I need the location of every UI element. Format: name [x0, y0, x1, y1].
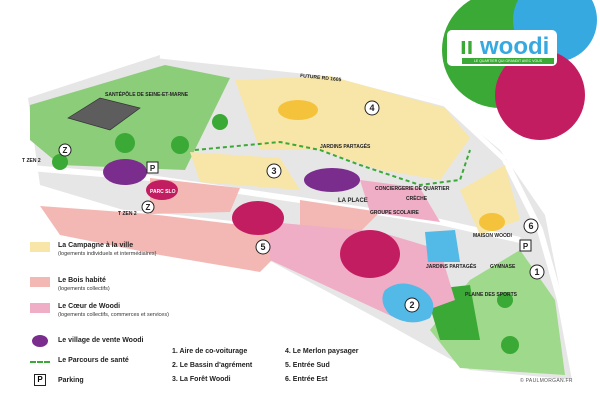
brand-logo[interactable]: ıı woodi — [460, 33, 549, 61]
marker-5: 5 — [255, 239, 271, 255]
svg-text:Z: Z — [63, 146, 68, 155]
list-item-2: 2. Le Bassin d'agrément — [172, 362, 253, 369]
tzen-label-1: T ZEN 2 — [22, 158, 41, 164]
legend-sub-coeur: (logements collectifs, commerces et serv… — [58, 312, 169, 318]
marker-3-label: 3 — [271, 166, 276, 176]
jardins-label-2: JARDINS PARTAGÉS — [426, 262, 477, 270]
zone-coeur-north — [360, 180, 440, 222]
legend-parking-icon: P — [34, 374, 46, 386]
village-blob-5 — [340, 230, 400, 278]
marker-4-label: 4 — [369, 103, 374, 113]
tree — [455, 320, 475, 340]
marker-1: 1 — [529, 264, 545, 280]
tree — [115, 133, 135, 153]
conciergerie-label: CONCIERGERIE DE QUARTIER — [375, 186, 450, 192]
tree — [501, 336, 519, 354]
legend-swatch-parcours — [30, 361, 50, 363]
village-blob-1 — [103, 159, 147, 185]
maison-woodi-label: MAISON WOODI — [473, 233, 512, 239]
list-item-1: 1. Aire de co-voiturage — [172, 348, 248, 355]
brand-tagline: LE QUARTIER QUI GRANDIT AVEC VOUS — [462, 58, 554, 64]
marker-2-label: 2 — [409, 300, 414, 310]
village-blob-2 — [304, 168, 360, 192]
list-item-4: 4. Le Merlon paysager — [285, 348, 359, 355]
legend-title-coeur: Le Cœur de Woodi — [58, 303, 121, 310]
tree — [497, 292, 513, 308]
parking-1-label: P — [150, 164, 156, 173]
village-blob-4 — [146, 180, 178, 200]
legend-title-parking: Parking — [58, 377, 84, 384]
legend-title-parcours: Le Parcours de santé — [58, 357, 129, 364]
list-item-6: 6. Entrée Est — [285, 376, 328, 383]
brand-name: woodi — [480, 33, 550, 60]
park-east — [430, 250, 565, 375]
gymnase-label: GYMNASE — [490, 264, 516, 270]
svg-text:Z: Z — [146, 203, 151, 212]
la-place-label: LA PLACE — [338, 198, 368, 204]
tree — [52, 154, 68, 170]
marker-2: 2 — [404, 297, 420, 313]
santepole-building — [67, 97, 141, 131]
marker-1-label: 1 — [534, 267, 539, 277]
legend-sub-bois: (logements collectifs) — [58, 286, 110, 292]
village-blob-6 — [278, 100, 318, 120]
groupe-scolaire-label: GROUPE SCOLAIRE — [370, 210, 420, 216]
zone-campagne-east — [460, 165, 520, 235]
plaine-label: PLAINE DES SPORTS — [465, 292, 518, 298]
parking-2-label: P — [523, 242, 529, 251]
parc-slo-label: PARC SLO — [150, 189, 176, 195]
road-north-label: FUTURE RD 1605 — [300, 73, 342, 83]
logo-plate — [447, 30, 557, 66]
legend-title-bois: Le Bois habité — [58, 277, 106, 284]
parking-icon-1: P — [146, 161, 159, 174]
marker-6-label: 6 — [528, 221, 533, 231]
legend-title-village: Le village de vente Woodi — [58, 337, 144, 344]
tree — [171, 136, 189, 154]
marker-3: 3 — [266, 163, 282, 179]
jardins-blue — [425, 230, 460, 262]
tzen-label-2: T ZEN 2 — [118, 211, 137, 217]
zone-campagne-west — [190, 152, 300, 190]
marker-5-label: 5 — [260, 242, 265, 252]
road-north — [159, 53, 507, 162]
parcours-sante-path — [194, 140, 471, 187]
santepole-label: SANTÉPÔLE DE SEINE-ET-MARNE — [105, 90, 189, 98]
legend-swatch-campagne — [30, 242, 50, 252]
list-item-3: 3. La Forêt Woodi — [172, 376, 231, 383]
legend-title-campagne: La Campagne à la ville — [58, 242, 134, 249]
logo-circle-magenta — [495, 50, 585, 140]
tzen-stop-icon-1: Z — [58, 143, 72, 157]
road-east — [502, 158, 578, 381]
credit: © PAULMORGAN.FR — [520, 378, 573, 384]
legend-sub-campagne: (logements individuels et intermédiaires… — [58, 251, 157, 257]
legend-swatch-coeur — [30, 303, 50, 313]
jardins-label-1: JARDINS PARTAGÉS — [320, 142, 371, 150]
legend-swatch-bois — [30, 277, 50, 287]
list-item-5: 5. Entrée Sud — [285, 362, 330, 369]
tree — [212, 114, 228, 130]
zone-bois-south — [40, 206, 300, 272]
zone-bois-mid — [300, 200, 380, 232]
parking-icon-2: P — [519, 239, 532, 252]
village-blob-7 — [479, 213, 505, 231]
brand-logo-mark: ıı — [460, 33, 474, 60]
marker-6: 6 — [523, 218, 539, 234]
tzen-stop-icon-2: Z — [141, 200, 155, 214]
marker-4: 4 — [364, 100, 380, 116]
legend-swatch-village — [32, 335, 48, 347]
creche-label: CRÈCHE — [406, 194, 428, 202]
village-blob-3 — [232, 201, 284, 235]
